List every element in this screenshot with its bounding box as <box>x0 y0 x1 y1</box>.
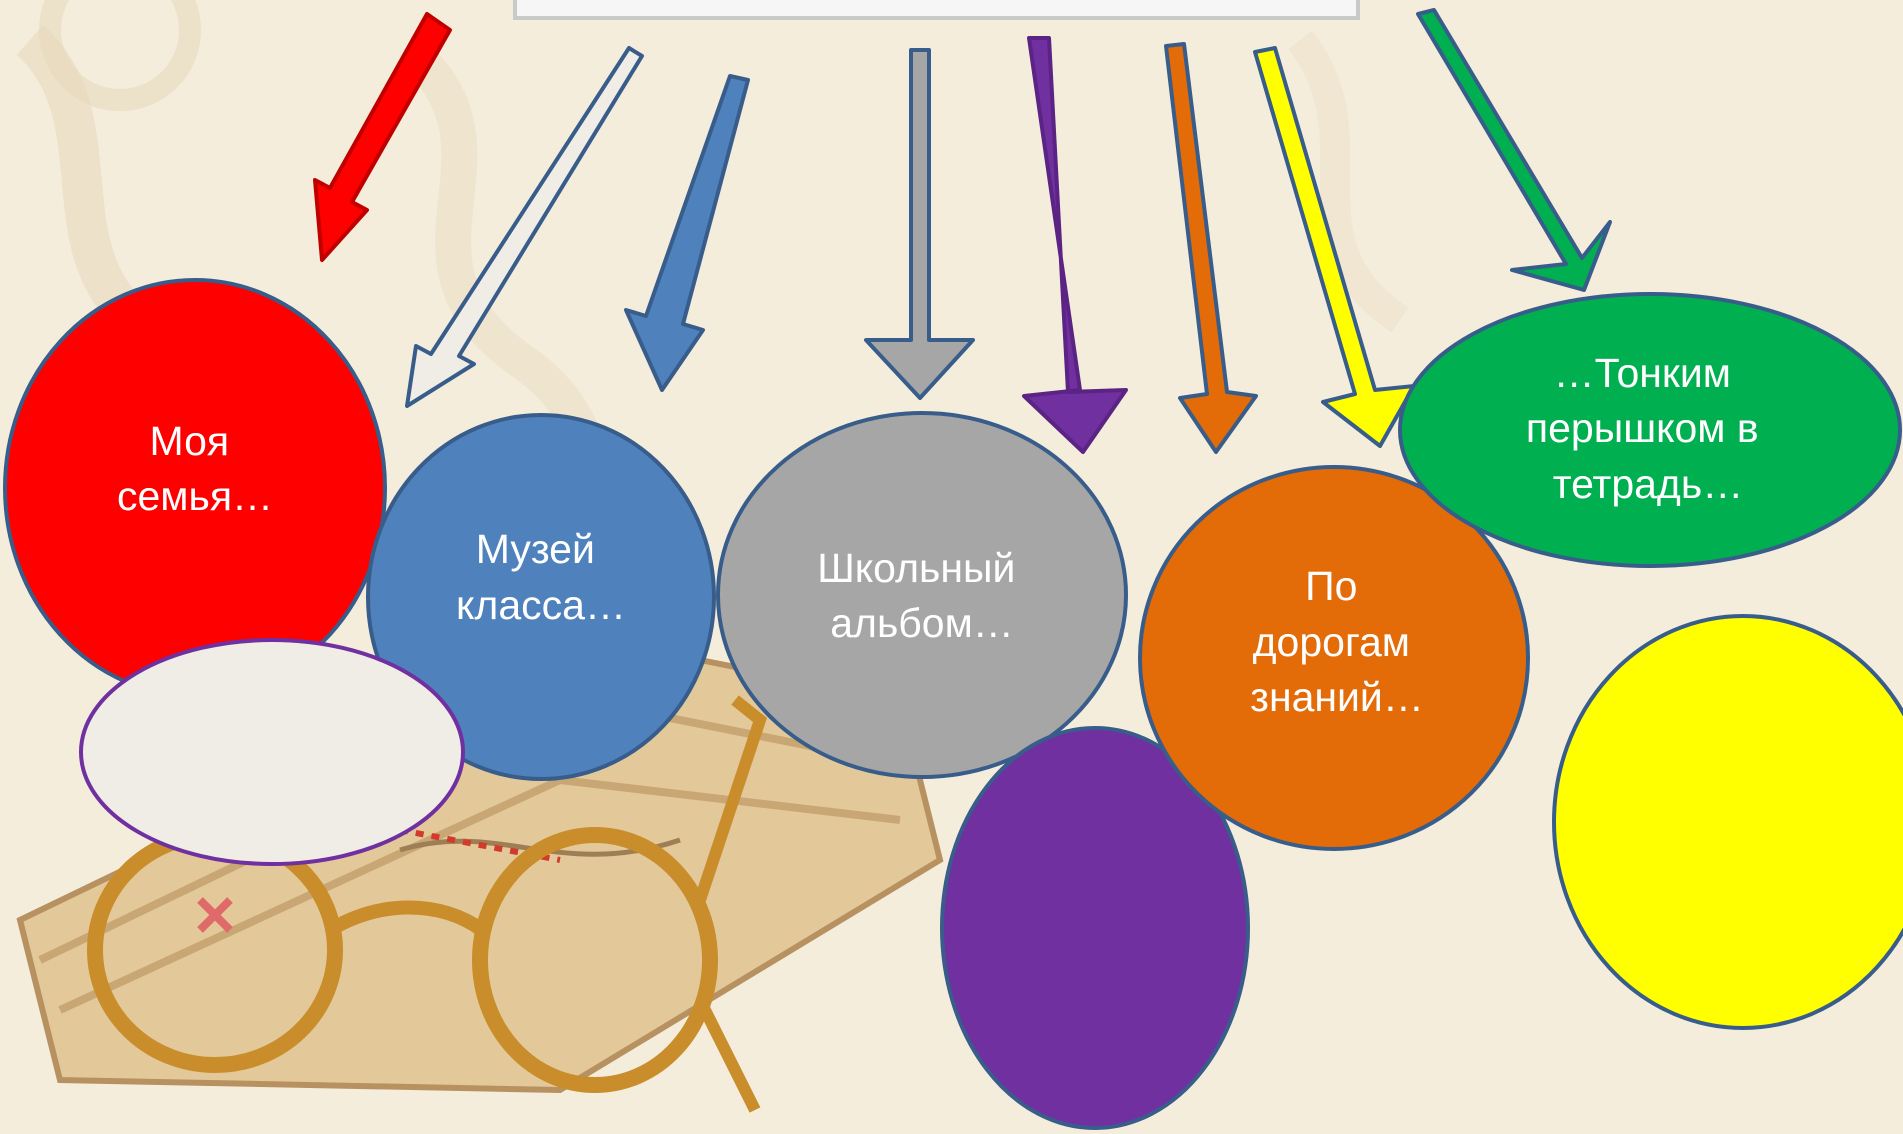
gray-circle <box>718 413 1126 777</box>
green-label-line-1: …Тонким <box>1554 350 1731 396</box>
yellow-circle <box>1554 616 1903 1028</box>
gray-label-line-2: альбом… <box>830 600 1014 646</box>
blue-label-line-2: класса… <box>456 582 626 628</box>
green-label-line-3: тетрадь… <box>1553 461 1743 507</box>
orange-label-line-1: По <box>1305 563 1357 609</box>
orange-label-line-3: знаний… <box>1250 674 1424 720</box>
green-label-line-2: перышком в <box>1526 405 1759 451</box>
white-ellipse <box>81 640 463 864</box>
orange-label-line-2: дорогам <box>1253 619 1410 665</box>
title-box <box>515 0 1358 18</box>
red-label-line-1: Моя <box>149 418 229 464</box>
blue-label-line-1: Музей <box>476 526 595 572</box>
gray-label-line-1: Школьный <box>817 545 1015 591</box>
green-ellipse-label: …Тонким перышком в тетрадь… <box>1526 350 1770 507</box>
red-label-line-2: семья… <box>117 473 273 519</box>
